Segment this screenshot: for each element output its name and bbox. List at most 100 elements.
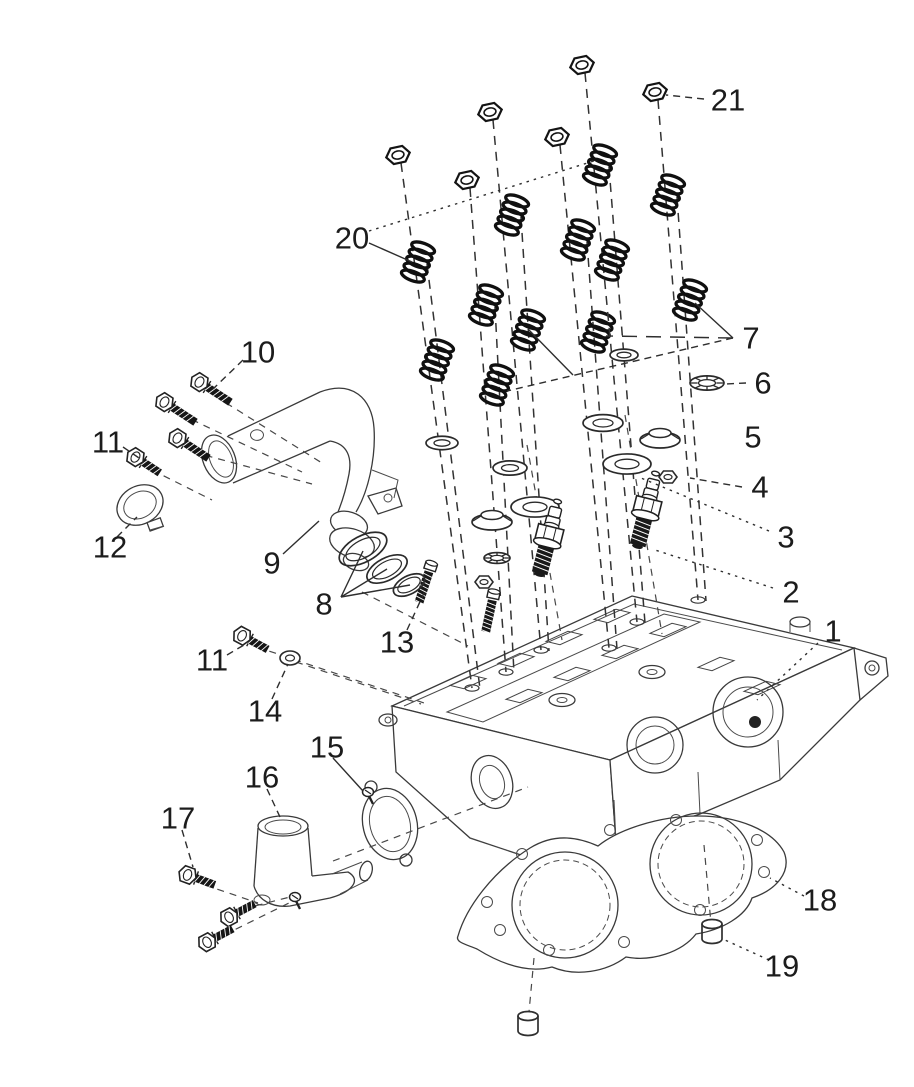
callout-number-6[interactable]: 6 (754, 366, 771, 401)
assembly-axis-line (361, 591, 469, 647)
callout-number-14[interactable]: 14 (248, 694, 282, 729)
callout-number-13[interactable]: 13 (380, 625, 414, 660)
valve-spring (493, 193, 531, 237)
callout-3[interactable]: 3 (640, 477, 795, 555)
shape (489, 363, 516, 379)
callout-number-7[interactable]: 7 (742, 321, 759, 356)
callout-12[interactable]: 12 (93, 516, 138, 565)
shape (217, 393, 225, 399)
stud-assembly-6 (641, 81, 709, 604)
callout-11[interactable]: 11 (92, 425, 140, 460)
callout-2[interactable]: 2 (651, 548, 800, 610)
callout-4[interactable]: 4 (689, 470, 769, 505)
stud-assembly-5 (568, 54, 646, 626)
assembly-axis-line (179, 413, 303, 473)
callout-14[interactable]: 14 (248, 663, 289, 729)
callout-number-1[interactable]: 1 (824, 614, 841, 649)
callout-17[interactable]: 17 (161, 801, 195, 868)
callout-leader-line (332, 757, 364, 792)
shape (418, 588, 428, 594)
shape (640, 433, 650, 440)
callout-6[interactable]: 6 (725, 366, 772, 401)
shape (614, 458, 640, 470)
shape (425, 435, 459, 451)
callout-7[interactable]: 7 (506, 302, 760, 392)
shape (510, 496, 560, 518)
callout-9[interactable]: 9 (263, 520, 320, 581)
callout-15[interactable]: 15 (310, 730, 364, 792)
callout-11[interactable]: 11 (196, 643, 245, 678)
callout-number-11[interactable]: 11 (92, 425, 124, 460)
callout-number-12[interactable]: 12 (93, 530, 127, 565)
shape (520, 308, 547, 324)
callout-number-16[interactable]: 16 (245, 760, 279, 795)
callout-5[interactable]: 5 (744, 420, 761, 455)
callout-number-17[interactable]: 17 (161, 801, 195, 836)
shape (502, 515, 512, 522)
flat-washer (609, 348, 639, 362)
shape (364, 789, 372, 795)
shape (172, 432, 183, 444)
callout-16[interactable]: 16 (245, 760, 281, 818)
callout-13[interactable]: 13 (380, 592, 425, 660)
spark-plug (629, 470, 663, 549)
shape (140, 459, 148, 466)
valve-seals (279, 531, 723, 1037)
shape (178, 864, 197, 886)
hex-bolt (126, 446, 162, 477)
shape (204, 383, 233, 406)
callout-number-19[interactable]: 19 (765, 949, 799, 984)
shape (472, 297, 500, 313)
gasket-bolt-holes (481, 814, 770, 956)
shape (371, 558, 403, 580)
callout-number-10[interactable]: 10 (241, 335, 275, 370)
shape (582, 413, 624, 433)
callout-10[interactable]: 10 (212, 335, 275, 390)
callout-number-18[interactable]: 18 (803, 883, 837, 918)
callout-number-8[interactable]: 8 (315, 587, 332, 622)
shape (533, 565, 549, 572)
callout-8[interactable]: 8 (315, 550, 411, 622)
callout-number-15[interactable]: 15 (310, 730, 344, 765)
callout-18[interactable]: 18 (769, 877, 837, 918)
shape (182, 413, 190, 419)
shape (224, 928, 227, 937)
shape (479, 578, 489, 586)
shape (478, 391, 505, 407)
callout-number-9[interactable]: 9 (263, 546, 280, 581)
callout-leader-line (665, 94, 705, 100)
valve-axis (426, 263, 481, 690)
callout-leader-line (340, 550, 364, 598)
hose-clamp (116, 484, 165, 532)
shape (514, 322, 542, 338)
shape (279, 650, 301, 666)
callout-leader-line (340, 568, 388, 598)
shape (195, 449, 203, 455)
callout-number-4[interactable]: 4 (751, 470, 768, 505)
shape (294, 900, 302, 910)
callout-number-3[interactable]: 3 (777, 520, 794, 555)
callout-number-5[interactable]: 5 (744, 420, 761, 455)
shape (199, 451, 207, 458)
shape (407, 247, 434, 263)
shape (586, 157, 614, 173)
callout-number-21[interactable]: 21 (711, 83, 745, 118)
callout-number-20[interactable]: 20 (335, 221, 369, 256)
shape (663, 473, 673, 481)
shape (467, 311, 494, 327)
callout-number-2[interactable]: 2 (782, 575, 799, 610)
flat-washer (492, 460, 528, 476)
callout-20[interactable]: 20 (335, 159, 598, 263)
shape (671, 306, 698, 322)
callout-19[interactable]: 19 (724, 939, 799, 984)
shape (584, 164, 611, 180)
shape (338, 531, 388, 567)
flat-washer (582, 413, 624, 433)
callout-leader-line (368, 159, 598, 232)
pipe-casting-hole (250, 429, 264, 441)
combustion-bore-right (712, 676, 784, 748)
shape (182, 440, 190, 447)
shape (250, 900, 253, 910)
callout-21[interactable]: 21 (665, 83, 745, 118)
callout-number-11[interactable]: 11 (196, 643, 228, 678)
